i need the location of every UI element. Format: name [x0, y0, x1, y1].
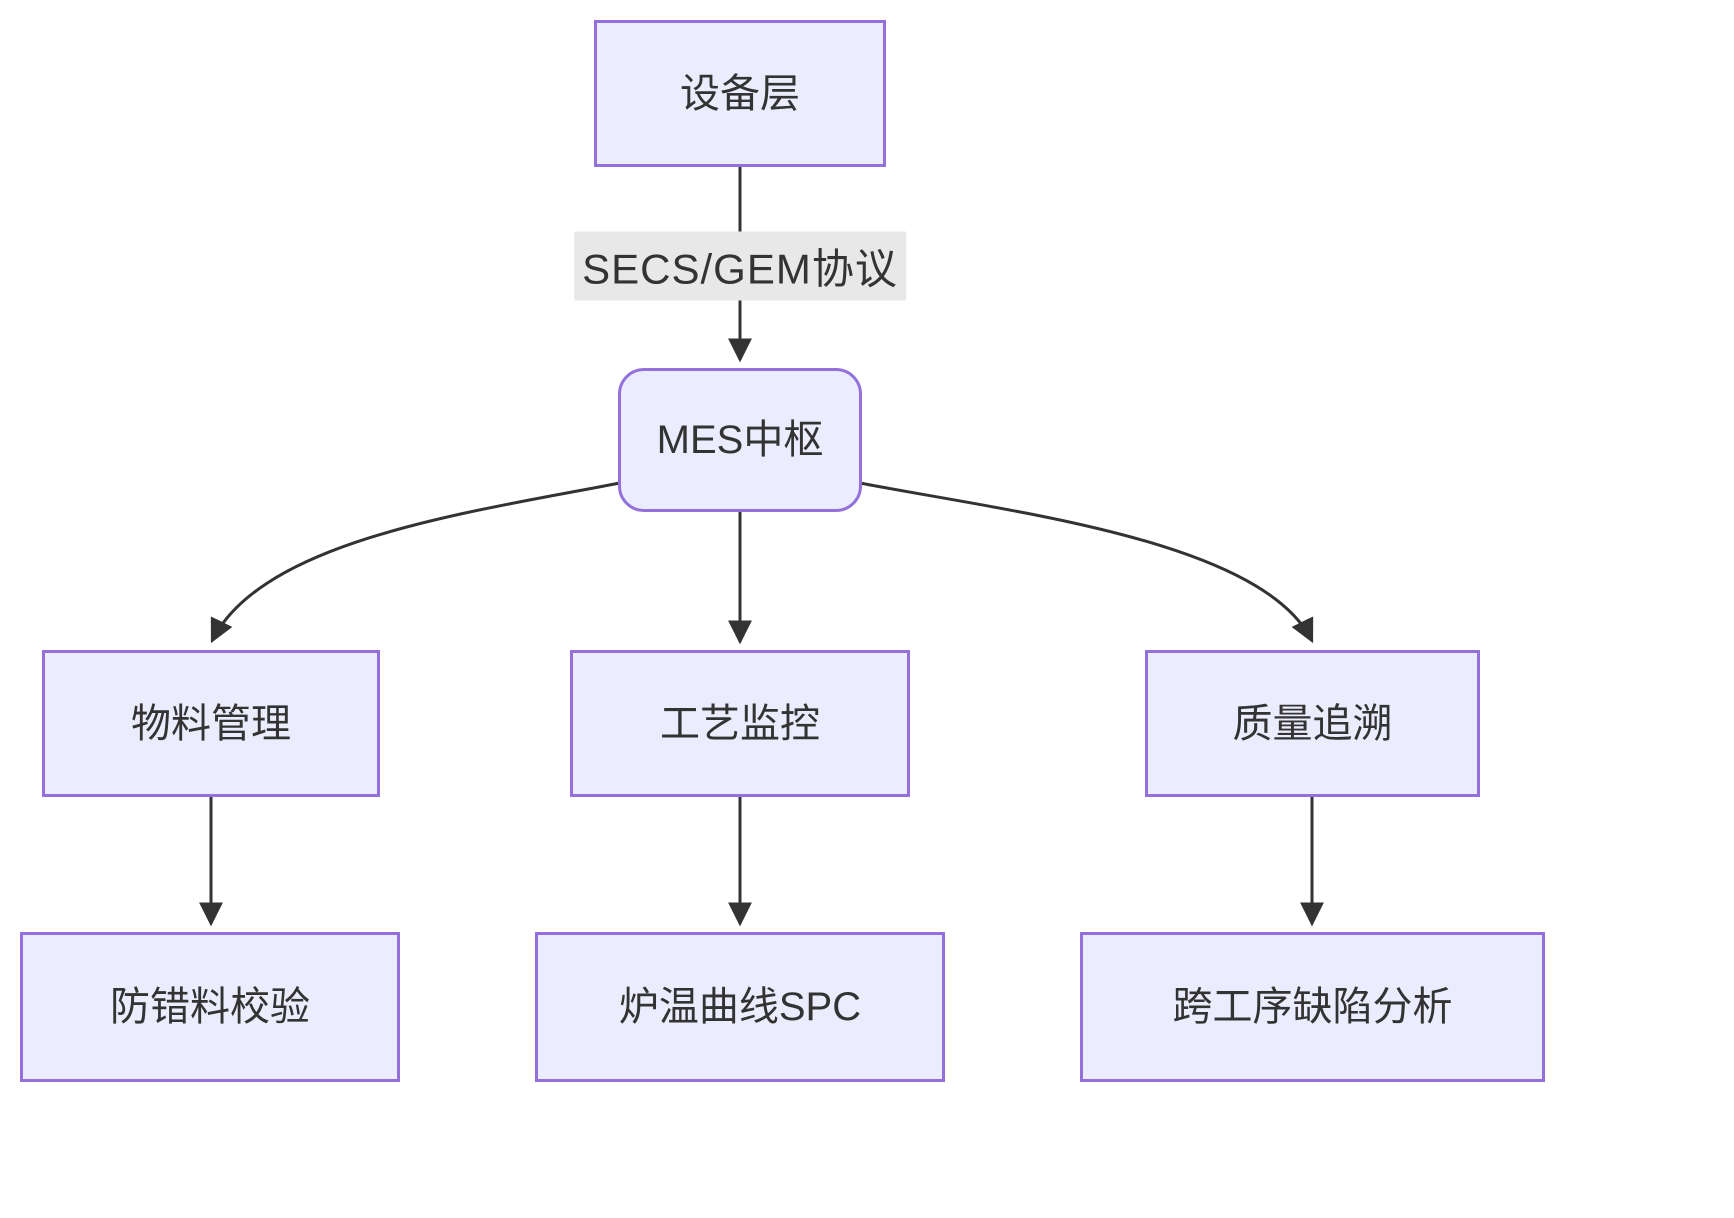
node-label: 炉温曲线SPC [618, 985, 862, 1029]
node-cross-process-defect-analysis: 跨工序缺陷分析 [1080, 932, 1545, 1082]
node-furnace-curve-spc: 炉温曲线SPC [535, 932, 945, 1082]
node-label: 物料管理 [131, 701, 291, 746]
edge-label-secs-gem-protocol: SECS/GEM协议 [574, 231, 906, 301]
node-error-proof-verification: 防错料校验 [20, 932, 400, 1082]
node-equipment-layer: 设备层 [594, 20, 886, 167]
edge-mes-to-quality [859, 481, 1314, 644]
node-label: MES中枢 [656, 418, 824, 462]
node-label: 工艺监控 [660, 701, 820, 746]
node-label: 防错料校验 [110, 985, 310, 1029]
node-process-monitoring: 工艺监控 [570, 650, 910, 797]
node-label: 设备层 [680, 71, 800, 116]
edge-mes-to-material [210, 481, 621, 644]
node-label: 质量追溯 [1232, 701, 1393, 746]
node-label: 跨工序缺陷分析 [1172, 985, 1453, 1029]
node-material-management: 物料管理 [42, 650, 380, 797]
node-quality-traceability: 质量追溯 [1145, 650, 1480, 797]
node-mes-hub: MES中枢 [618, 368, 862, 512]
